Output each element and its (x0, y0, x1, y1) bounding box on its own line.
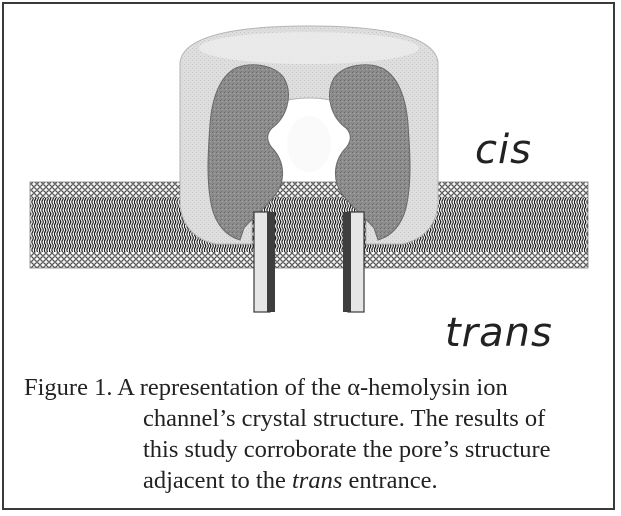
caption-line-4: adjacent to the trans entrance. (24, 465, 604, 496)
caption-line-2: channel’s crystal structure. The results… (24, 403, 604, 434)
right-stem (343, 212, 364, 312)
lipid-bilayer (30, 182, 588, 268)
caption-line-1: Figure 1. A representation of the α-hemo… (24, 372, 604, 403)
cis-label: cis (475, 127, 532, 173)
trans-label: trans (445, 310, 553, 356)
caption-line-3: this study corroborate the pore’s struct… (24, 434, 604, 465)
figure-frame: cis trans Figure 1. A representation of … (2, 2, 615, 510)
caption-trans-emphasis: trans (292, 467, 342, 494)
caption-line-4-end: entrance. (342, 467, 437, 494)
caption-line-4-start: adjacent to the (143, 467, 292, 494)
left-stem (254, 212, 275, 312)
figure-caption: Figure 1. A representation of the α-hemo… (24, 372, 604, 496)
